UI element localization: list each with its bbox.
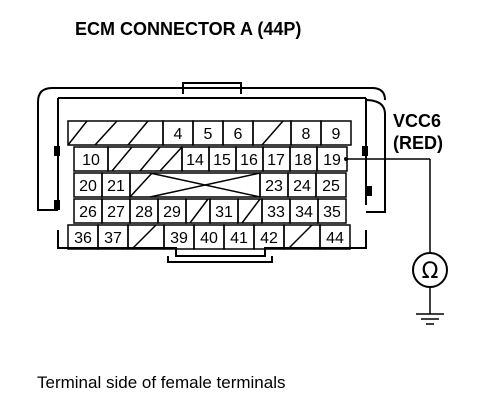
- ground-icon: [416, 313, 444, 325]
- pin-label: 17: [267, 152, 285, 169]
- pin-label: 25: [322, 178, 340, 195]
- pin-label: 24: [293, 178, 311, 195]
- pin-label: 34: [295, 204, 313, 221]
- pin-label: 44: [326, 230, 344, 247]
- probe-wire: [346, 158, 431, 314]
- terminal-grid: [67, 120, 352, 250]
- pin-label: 5: [204, 126, 213, 143]
- pin-label: 6: [234, 126, 243, 143]
- pin-label: 41: [230, 230, 248, 247]
- ohmmeter-icon: [412, 252, 448, 288]
- pin-label: 16: [240, 152, 258, 169]
- diagram-title: ECM CONNECTOR A (44P): [75, 19, 301, 39]
- signal-name: VCC6: [393, 111, 441, 131]
- pin-label: 35: [323, 204, 341, 221]
- pin-label: 8: [302, 126, 311, 143]
- pin-label: 39: [170, 230, 188, 247]
- pin-label: 42: [260, 230, 278, 247]
- pin-label: 26: [79, 204, 97, 221]
- pin-label: 27: [107, 204, 125, 221]
- pin-label: 29: [163, 204, 181, 221]
- pin-label: 36: [74, 230, 92, 247]
- pin-labels: 4 5 6 8 9 10 14 15 16 17 18 19 20 21 23 …: [74, 126, 344, 247]
- pin-label: 9: [332, 126, 341, 143]
- signal-wire-color: (RED): [393, 133, 443, 153]
- pin-label: 18: [294, 152, 312, 169]
- caption: Terminal side of female terminals: [37, 373, 285, 392]
- locking-ribs: [54, 146, 372, 210]
- probe-point: [344, 157, 348, 161]
- ohm-symbol: Ω: [422, 259, 439, 284]
- pin-label: 21: [107, 178, 125, 195]
- pin-label: 10: [82, 152, 100, 169]
- pin-label: 33: [267, 204, 285, 221]
- pin-label: 40: [200, 230, 218, 247]
- pin-label: 15: [213, 152, 231, 169]
- pin-label: 14: [186, 152, 204, 169]
- pin-label: 23: [265, 178, 283, 195]
- pin-label: 31: [215, 204, 233, 221]
- pin-label: 20: [79, 178, 97, 195]
- pin-label: 28: [135, 204, 153, 221]
- pin-label-probed: 19: [323, 152, 341, 169]
- pin-label: 4: [174, 126, 183, 143]
- pin-label: 37: [104, 230, 122, 247]
